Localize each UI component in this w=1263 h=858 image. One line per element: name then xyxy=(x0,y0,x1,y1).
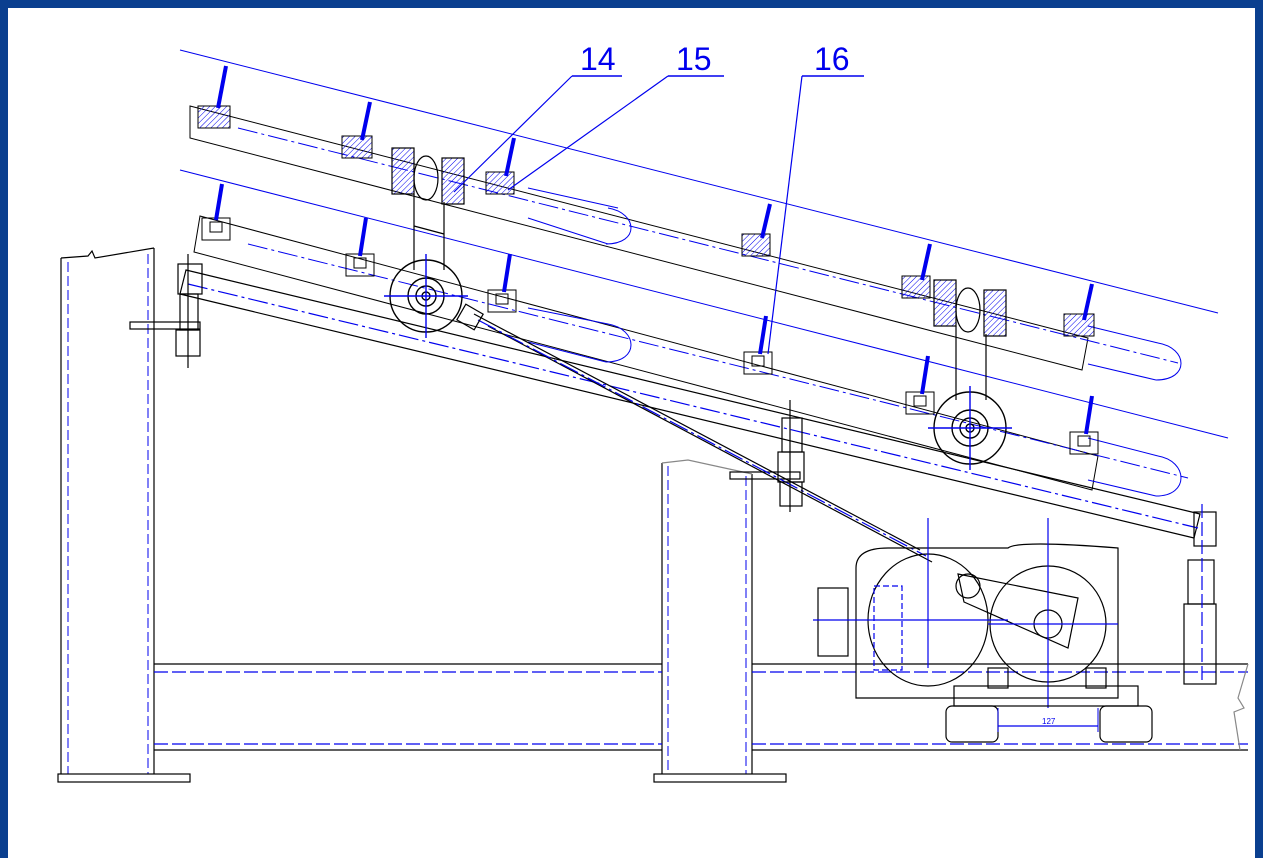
bolt-middle xyxy=(777,400,805,512)
lower-post-marks xyxy=(214,183,1094,435)
callout-15: 15 xyxy=(507,41,724,191)
lower-deck xyxy=(193,215,1189,497)
upper-post-marks xyxy=(216,65,1094,321)
upper-blocks xyxy=(197,105,1095,337)
bolt-left xyxy=(175,254,203,368)
upper-deck xyxy=(179,49,1229,439)
bolt-right xyxy=(1183,504,1217,685)
dimension-127: 127 xyxy=(997,708,1099,732)
base-beam xyxy=(154,663,1249,751)
wheel-left xyxy=(384,254,468,338)
callout-label-14: 14 xyxy=(580,41,616,77)
drive-link xyxy=(456,303,933,563)
wheel-right xyxy=(928,386,1012,470)
chassis-beam xyxy=(179,269,1201,539)
callout-label-15: 15 xyxy=(676,41,712,77)
spring-assembly-right xyxy=(933,279,1007,400)
support-column-middle xyxy=(653,459,801,783)
callout-16: 16 xyxy=(767,41,864,355)
motor-gearbox xyxy=(813,518,1153,743)
support-column-left xyxy=(57,247,201,783)
spring-assembly-left xyxy=(391,147,465,270)
callout-14: 14 xyxy=(453,41,622,193)
mechanical-drawing: 127 14 15 16 xyxy=(57,41,1249,783)
drawing-frame: 127 14 15 16 xyxy=(8,8,1255,858)
callout-label-16: 16 xyxy=(814,41,850,77)
dimension-label: 127 xyxy=(1042,717,1056,726)
